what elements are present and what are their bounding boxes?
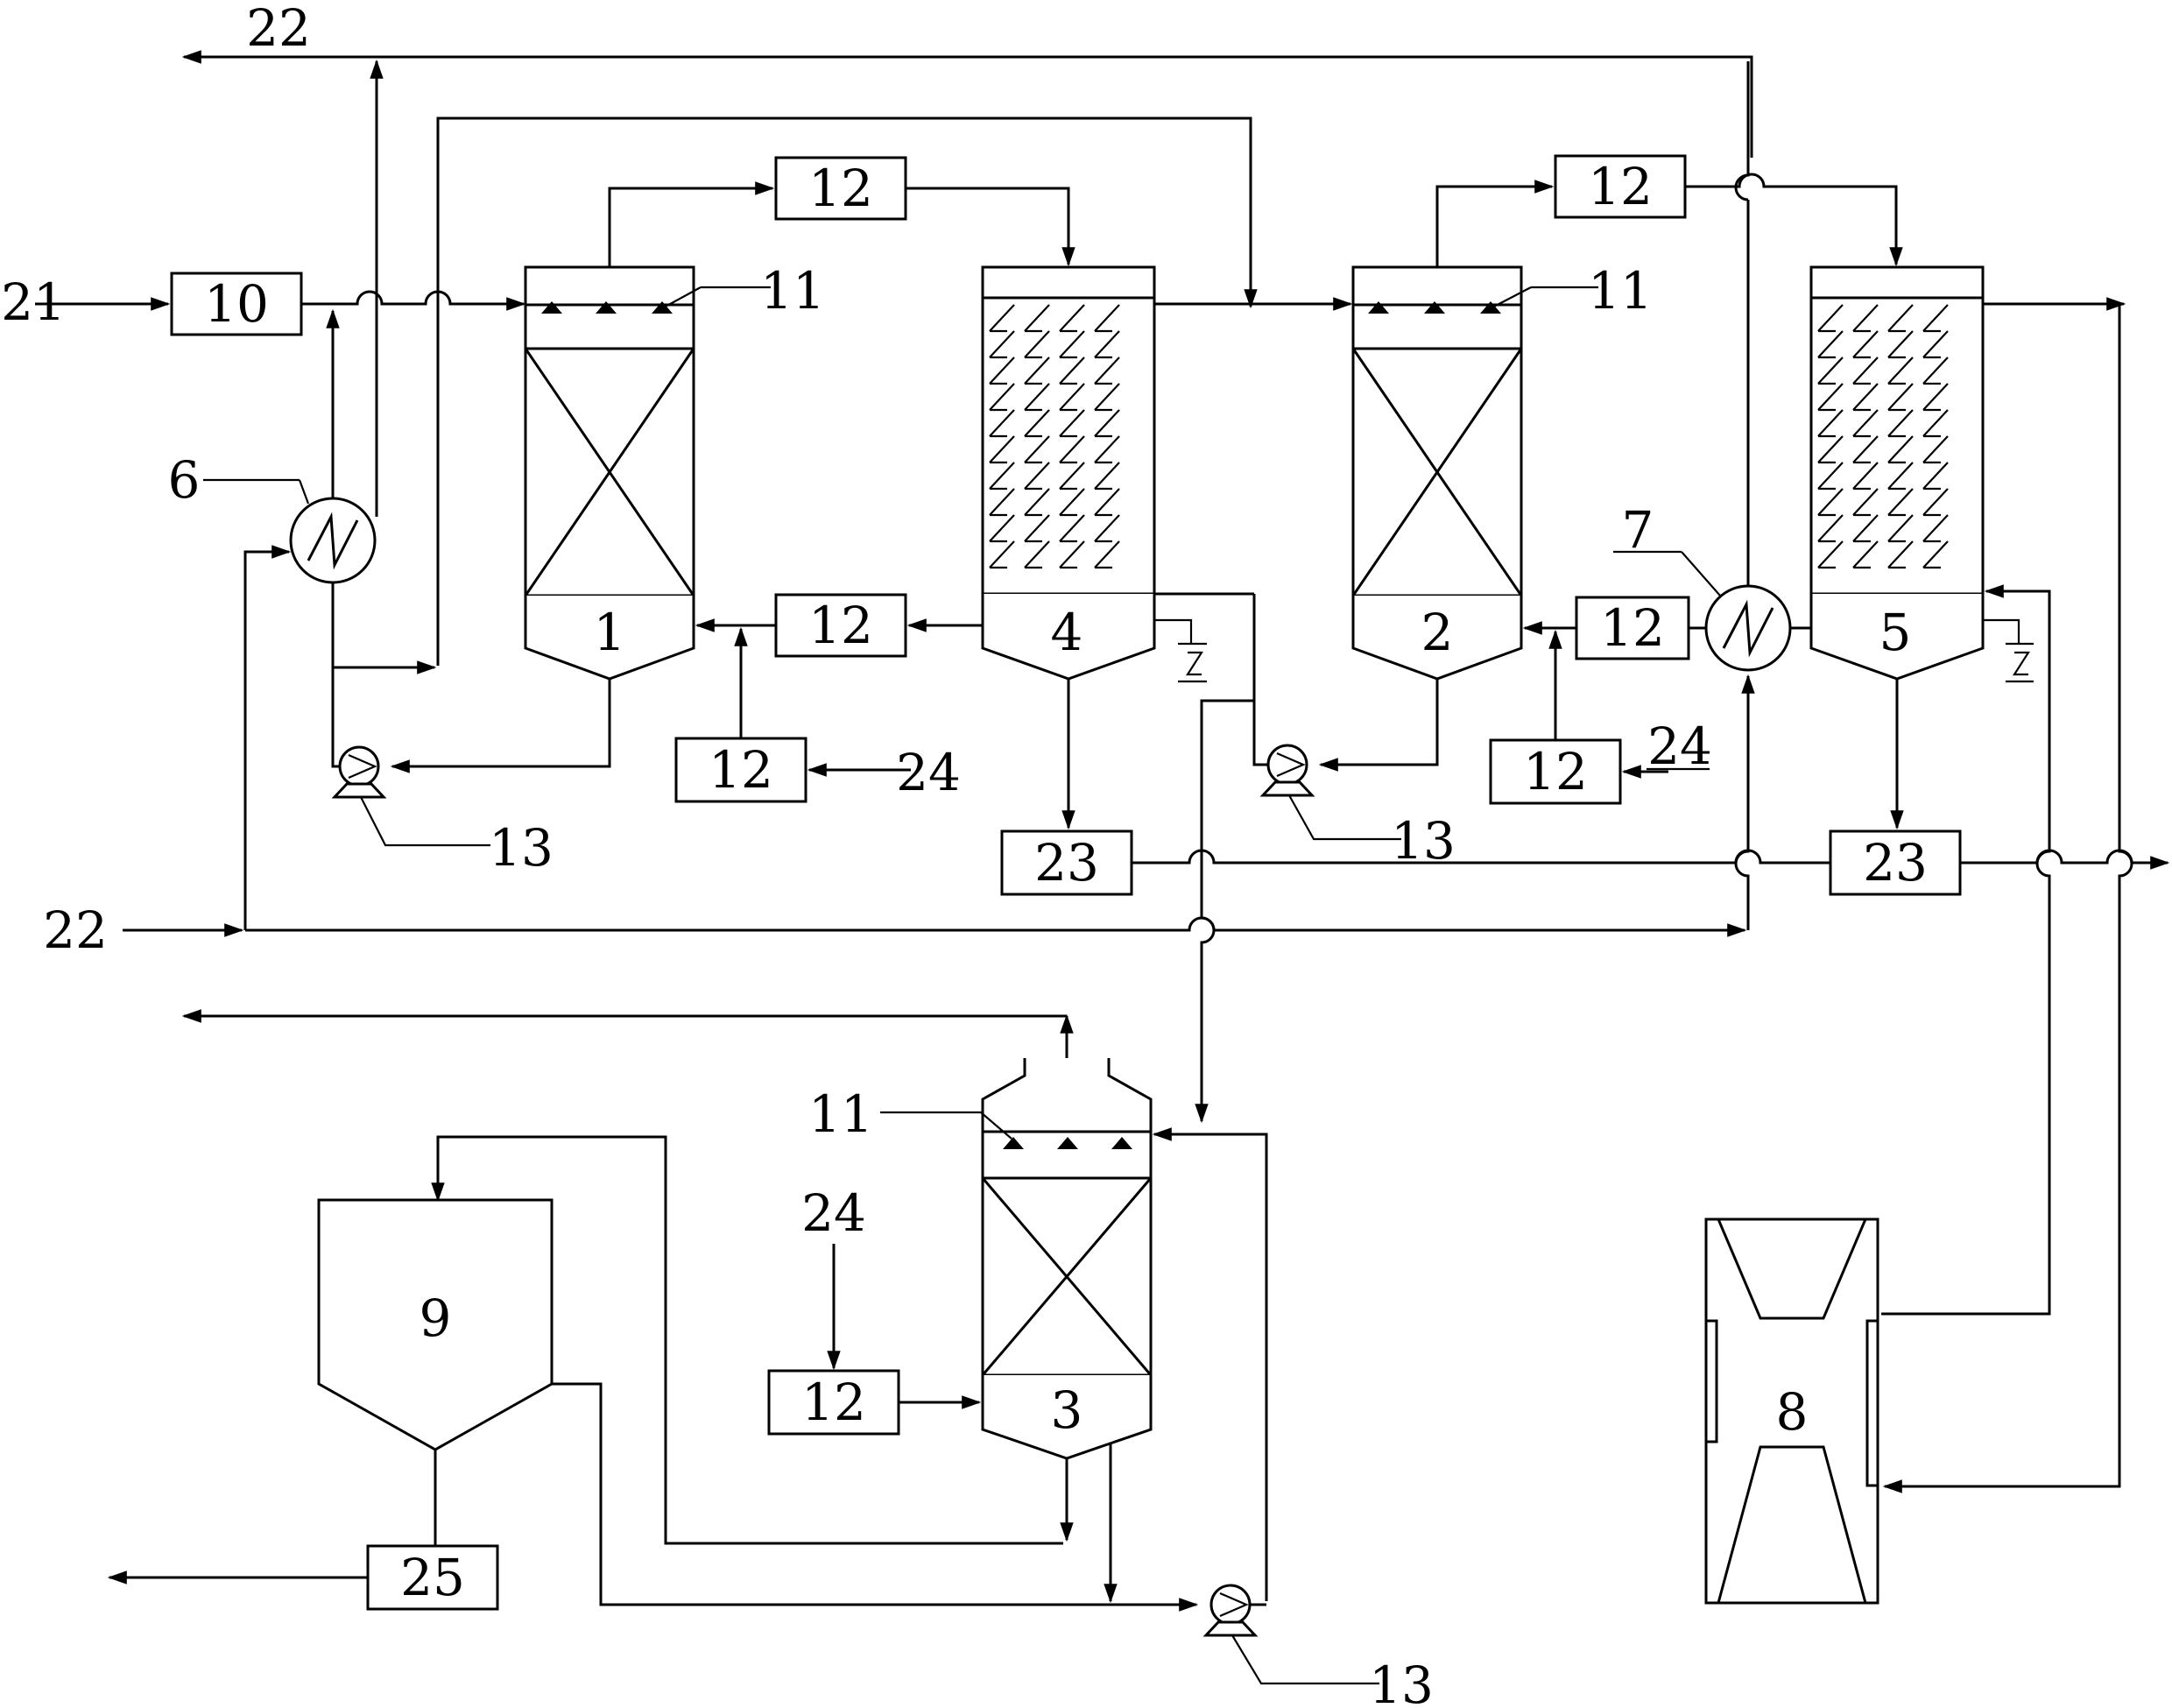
heat-exchanger-7 [1704, 584, 1792, 672]
tower-3 [981, 1058, 1153, 1460]
spray-nozzles-tower3 [1003, 1137, 1132, 1149]
pipe-tower2-to-pump [1318, 679, 1439, 772]
label-unit-25: 25 [400, 1548, 465, 1607]
unit-12-box-b [774, 593, 907, 658]
pipe-hx7-jump [1734, 61, 1750, 201]
label-unit-9: 9 [420, 1288, 452, 1348]
pipe-tower1-to-12 [608, 181, 775, 267]
pipe-8-to-tower5 [1881, 584, 2051, 1316]
label-stream-23-b: 23 [1863, 833, 1928, 893]
label-unit-11-c: 11 [808, 1084, 873, 1144]
pipe-pump-b-up [1252, 594, 1268, 766]
label-unit-13-a: 13 [489, 818, 554, 878]
packing-stair [1059, 304, 1085, 569]
packing-stair [1094, 304, 1120, 569]
label-stream-23-a: 23 [1034, 833, 1099, 893]
drain-symbol-tower4 [1154, 618, 1207, 683]
label-unit-12-a: 12 [808, 159, 873, 218]
unit-12-box-f [1489, 738, 1622, 805]
leader-13-c [1231, 1634, 1379, 1685]
packing-tower-4 [989, 304, 1120, 569]
label-unit-7: 7 [1622, 500, 1654, 560]
unit-12-box-g [767, 1369, 900, 1436]
label-unit-11-b: 11 [1588, 261, 1653, 321]
pipe-22-bottom-run [245, 916, 1747, 937]
pipe-pump-c-to-tower3 [1152, 1127, 1268, 1601]
label-unit-2: 2 [1421, 603, 1454, 662]
pipe-tower1-to-pump [390, 679, 611, 773]
unit-12-box-e [1575, 596, 1690, 660]
label-unit-5: 5 [1879, 603, 1912, 662]
packing-stair [1817, 304, 1844, 569]
label-unit-13-b: 13 [1391, 811, 1456, 871]
unit-12-box-c [674, 737, 807, 803]
label-unit-12-f: 12 [1523, 742, 1588, 801]
label-unit-12-g: 12 [801, 1373, 866, 1432]
pipe-to-tower3-spray [1195, 594, 1256, 1124]
leader-13-b [1288, 794, 1401, 841]
label-stream-22-top: 22 [246, 0, 311, 58]
unit-8 [1704, 1217, 1879, 1605]
label-stream-22-bottom: 22 [43, 900, 108, 960]
pipe-recycle-top [436, 116, 1258, 666]
packing-stair [1024, 304, 1050, 569]
leader-11-tower2 [1490, 286, 1532, 309]
packing-stair [989, 304, 1015, 569]
pipe-12d-to-tower5 [1685, 173, 1903, 267]
label-stream-24-b: 24 [1647, 716, 1712, 776]
settler-9 [317, 1198, 554, 1451]
pipe-tower3-to-9 [431, 1135, 1063, 1545]
unit-10-box [170, 272, 303, 336]
packing-stair [1922, 304, 1949, 569]
tower-2 [1351, 265, 1523, 681]
pipe-pump-to-hx6 [326, 308, 340, 768]
label-unit-8: 8 [1776, 1382, 1809, 1442]
label-unit-12-c: 12 [709, 740, 773, 800]
packing-tower-5 [1817, 304, 1949, 569]
label-stream-24-a: 24 [896, 743, 961, 802]
pump-13-c [1202, 1584, 1259, 1637]
pipe-23-final [1960, 849, 2170, 870]
packing-stair [1887, 304, 1914, 569]
pipe-22-to-hx6 [243, 545, 292, 930]
label-unit-13-c: 13 [1369, 1655, 1434, 1708]
pump-13-b [1259, 744, 1315, 797]
leader-13-a [360, 796, 490, 847]
pump-13-a [331, 745, 387, 799]
unit-12-box-a [774, 156, 907, 221]
label-unit-12-e: 12 [1600, 598, 1665, 658]
heat-exchanger-6 [289, 497, 377, 584]
tower-4 [981, 265, 1156, 681]
label-unit-12-d: 12 [1588, 157, 1653, 216]
label-unit-1: 1 [594, 603, 626, 662]
pipe-12-to-tower4 [906, 187, 1075, 267]
pipe-22-up-hx7 [1734, 674, 1755, 930]
label-unit-4: 4 [1051, 603, 1083, 662]
pipe-23-output [1132, 849, 1830, 865]
label-unit-10: 10 [204, 274, 269, 334]
label-stream-21: 21 [1, 272, 66, 332]
pipe-9-to-pump-c [552, 1382, 1199, 1612]
pipe-10-to-tower1 [301, 290, 526, 311]
drain-symbol-tower5 [1983, 618, 2034, 683]
pipe-tower2-to-12 [1435, 180, 1555, 267]
label-stream-24-c: 24 [801, 1183, 866, 1243]
leader-11-tower3 [880, 1111, 1012, 1140]
label-unit-6: 6 [168, 450, 201, 510]
leader-11-tower1 [661, 286, 702, 309]
label-unit-12-b: 12 [808, 596, 873, 655]
pipe-22-outlet-top [181, 50, 1753, 158]
label-unit-11-a: 11 [760, 261, 825, 321]
packing-stair [1852, 304, 1879, 569]
label-unit-3: 3 [1051, 1380, 1083, 1440]
